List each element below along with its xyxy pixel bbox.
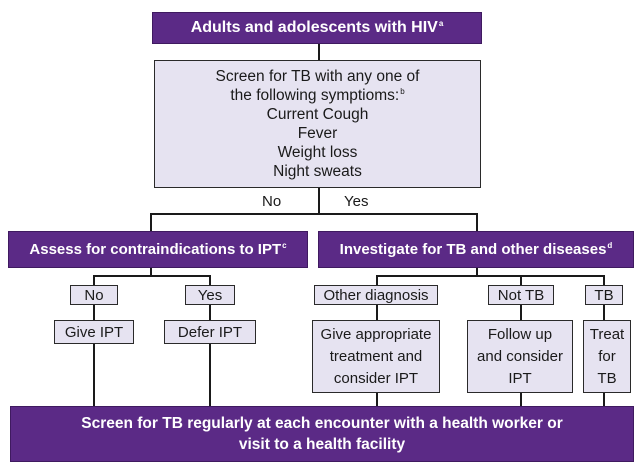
branch-label-no: No — [262, 193, 282, 210]
connector-to-assess — [150, 213, 152, 231]
action-line: Follow up — [487, 325, 553, 343]
connector-inv-nottb — [520, 275, 522, 285]
defer-ipt-box: Defer IPT — [164, 320, 256, 344]
connector-investigate-horizontal — [376, 275, 604, 277]
other-diagnosis-label: Other diagnosis — [323, 286, 429, 304]
connector-assess-down — [150, 268, 152, 276]
investigate-note: d — [607, 241, 613, 250]
follow-up-box: Follow up and consider IPT — [467, 320, 573, 393]
tb-box: TB — [585, 285, 623, 305]
connector-nottb-bottom — [520, 393, 522, 406]
connector-give-bottom — [93, 344, 95, 406]
action-line: Treat — [589, 325, 625, 343]
not-tb-box: Not TB — [488, 285, 554, 305]
assess-yes-label: Yes — [197, 286, 223, 304]
assess-text: Assess for contraindications to IPT — [29, 241, 282, 258]
give-ipt-box: Give IPT — [54, 320, 134, 344]
connector-other-action — [376, 305, 378, 320]
investigate-text: Investigate for TB and other diseases — [339, 241, 607, 258]
regular-screening-box: Screen for TB regularly at each encounte… — [10, 406, 634, 462]
connector-investigate-down — [476, 268, 478, 276]
connector-inv-tb — [603, 275, 605, 285]
connector-nottb-action — [520, 305, 522, 320]
give-appropriate-treatment-box: Give appropriate treatment and consider … — [312, 320, 440, 393]
branch-label-yes: Yes — [344, 193, 369, 210]
symptom-item: Fever — [297, 125, 338, 142]
defer-ipt-label: Defer IPT — [177, 323, 243, 341]
assess-box: Assess for contraindications to IPTc — [8, 231, 308, 268]
investigate-box: Investigate for TB and other diseasesd — [318, 231, 634, 268]
action-line: Give appropriate — [320, 325, 432, 343]
connector-no-give — [93, 305, 95, 320]
symptom-item: Current Cough — [266, 106, 369, 123]
assess-no-label: No — [84, 286, 104, 304]
symptom-item: Weight loss — [277, 144, 358, 161]
title-note: a — [438, 18, 444, 28]
connector-to-investigate — [476, 213, 478, 231]
connector-assess-yes — [209, 275, 211, 285]
title-text: Adults and adolescents with HIV — [190, 19, 438, 36]
assess-note: c — [282, 241, 287, 250]
regular-screening-line-1: Screen for TB regularly at each encounte… — [81, 415, 563, 432]
connector-yes-defer — [209, 305, 211, 320]
connector-tb-action — [603, 305, 605, 320]
other-diagnosis-box: Other diagnosis — [314, 285, 438, 305]
screen-line-1: Screen for TB with any one of — [215, 68, 420, 85]
action-line: for — [598, 347, 616, 365]
screen-line-2: the following symptioms: — [230, 87, 400, 104]
action-line: IPT — [508, 369, 532, 387]
connector-title-screen — [318, 44, 320, 60]
screen-symptoms-box: Screen for TB with any one of the follow… — [154, 60, 481, 188]
assess-yes-box: Yes — [185, 285, 235, 305]
connector-horizontal-top — [150, 213, 478, 215]
treat-tb-box: Treat for TB — [583, 320, 631, 393]
connector-other-bottom — [376, 393, 378, 406]
give-ipt-label: Give IPT — [64, 323, 124, 341]
assess-no-box: No — [70, 285, 118, 305]
not-tb-label: Not TB — [497, 286, 545, 304]
symptom-item: Night sweats — [273, 163, 362, 180]
regular-screening-line-2: visit to a health facility — [238, 436, 406, 453]
screen-note: b — [400, 86, 405, 96]
action-line: treatment and — [329, 347, 423, 365]
connector-inv-other — [376, 275, 378, 285]
tb-label: TB — [594, 286, 614, 304]
action-line: consider IPT — [333, 369, 419, 387]
connector-assess-horizontal — [93, 275, 210, 277]
connector-screen-split — [318, 188, 320, 214]
title-box: Adults and adolescents with HIVa — [152, 12, 482, 44]
connector-assess-no — [93, 275, 95, 285]
connector-defer-bottom — [209, 344, 211, 406]
action-line: and consider — [477, 347, 563, 365]
connector-tb-bottom — [603, 393, 605, 406]
action-line: TB — [597, 369, 617, 387]
